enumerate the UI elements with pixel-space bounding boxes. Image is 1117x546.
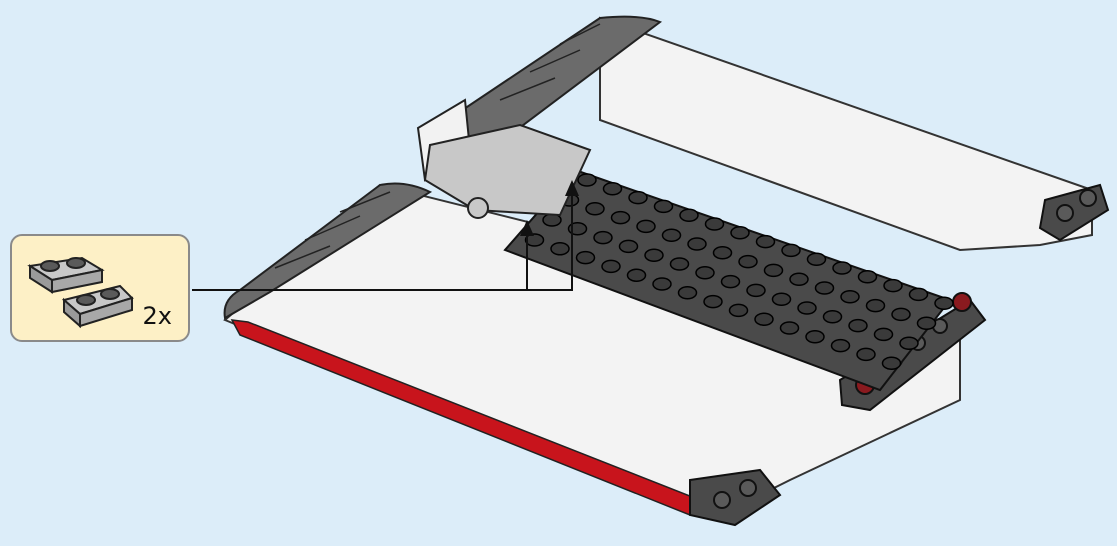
stud xyxy=(628,190,648,205)
stud xyxy=(806,252,827,266)
stud xyxy=(865,298,886,313)
stud xyxy=(626,268,647,282)
quantity-label: 2x xyxy=(142,302,172,330)
stud xyxy=(832,261,852,275)
stud xyxy=(661,228,682,242)
stud xyxy=(610,210,631,225)
stud xyxy=(738,254,758,269)
stud xyxy=(848,318,868,333)
parts-callout: 2x xyxy=(10,234,190,342)
stud xyxy=(712,246,733,260)
stud xyxy=(754,312,774,326)
stud xyxy=(934,296,954,310)
stud xyxy=(677,286,698,300)
stud xyxy=(857,270,878,284)
stud xyxy=(763,263,784,278)
stud xyxy=(575,250,596,265)
stud xyxy=(883,278,903,293)
stud xyxy=(805,330,825,344)
stud xyxy=(669,257,690,271)
stud xyxy=(644,248,664,262)
stud xyxy=(687,237,707,251)
stud xyxy=(873,327,894,342)
stud xyxy=(618,239,639,254)
stud xyxy=(899,336,919,350)
stud xyxy=(822,310,843,324)
stud xyxy=(636,219,656,234)
light-gray-plates xyxy=(416,98,592,219)
stud xyxy=(908,287,929,302)
stud xyxy=(781,243,801,258)
stud xyxy=(916,316,937,330)
stud xyxy=(830,338,851,353)
stud xyxy=(585,202,605,216)
stud xyxy=(550,242,570,256)
stud xyxy=(703,294,723,309)
stud xyxy=(856,347,876,362)
stud xyxy=(652,277,672,291)
stud xyxy=(814,281,835,295)
stud xyxy=(771,292,792,306)
stud xyxy=(730,226,750,240)
stud xyxy=(728,303,749,318)
stud xyxy=(577,173,597,187)
lego-wedge-plate-icon xyxy=(27,256,134,329)
dark-stud-strip xyxy=(503,168,954,392)
stud xyxy=(601,259,621,274)
stud xyxy=(881,356,902,370)
stud xyxy=(653,199,674,214)
stud xyxy=(524,233,545,247)
stud xyxy=(797,301,817,315)
stud xyxy=(746,283,766,298)
stud xyxy=(840,290,860,304)
stud xyxy=(695,266,715,280)
stud xyxy=(704,217,725,231)
stud xyxy=(779,321,800,335)
stud xyxy=(679,208,699,222)
stud xyxy=(602,182,623,196)
stud xyxy=(755,234,776,249)
back-base-plate xyxy=(453,15,1110,252)
stud xyxy=(891,307,911,322)
stud xyxy=(789,272,809,286)
placement-arrows xyxy=(192,180,579,291)
stud xyxy=(593,230,613,245)
stud xyxy=(720,274,741,289)
